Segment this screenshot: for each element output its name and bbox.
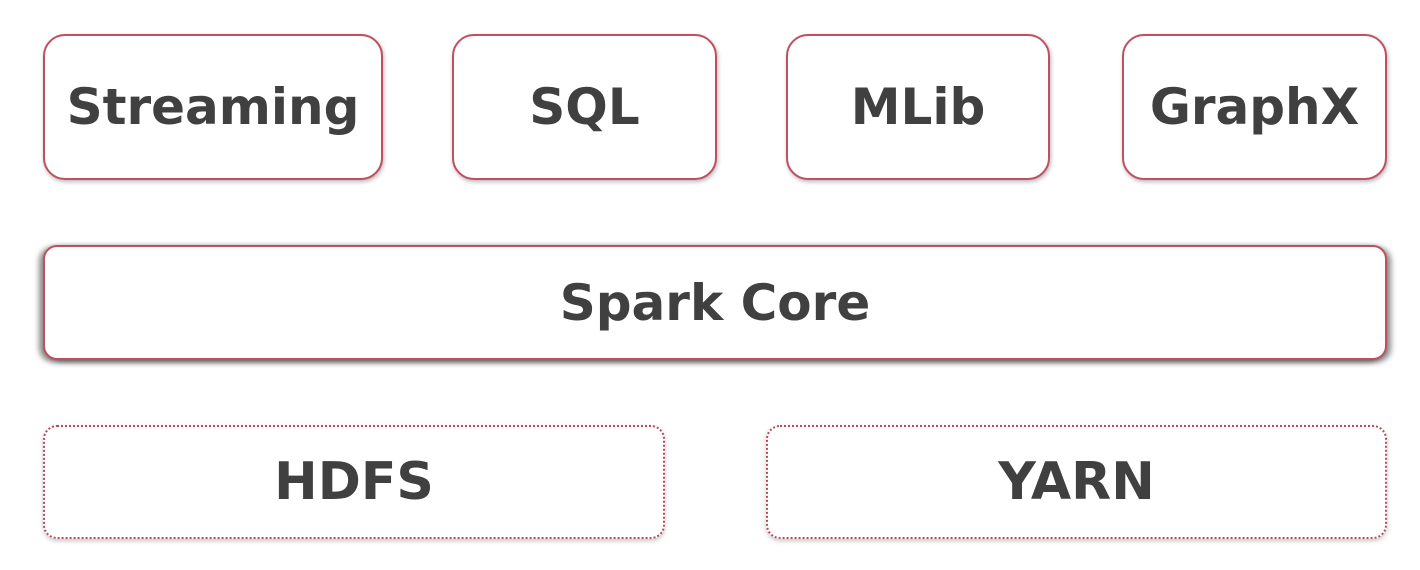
yarn-box: YARN (766, 425, 1387, 539)
mlib-label: MLib (850, 78, 986, 136)
sql-label: SQL (529, 78, 640, 136)
streaming-box: Streaming (43, 34, 383, 180)
hdfs-label: HDFS (274, 452, 434, 512)
mlib-box: MLib (786, 34, 1050, 180)
spark-core-box: Spark Core (43, 245, 1387, 360)
yarn-label: YARN (998, 452, 1155, 512)
streaming-label: Streaming (66, 78, 360, 136)
graphx-box: GraphX (1122, 34, 1387, 180)
graphx-label: GraphX (1149, 78, 1360, 136)
sql-box: SQL (452, 34, 717, 180)
hdfs-box: HDFS (43, 425, 665, 539)
spark-core-label: Spark Core (559, 273, 871, 332)
